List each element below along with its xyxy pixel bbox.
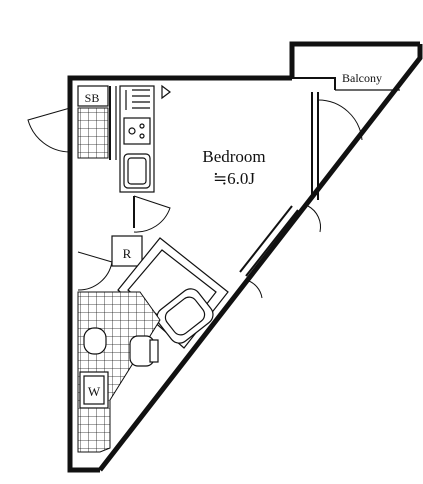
balcony-label: Balcony — [342, 71, 382, 85]
kitchen — [119, 84, 171, 193]
outer-walls — [67, 41, 423, 473]
bedroom-label: Bedroom — [202, 147, 265, 166]
bathtub-unit — [117, 237, 229, 349]
balcony-area — [292, 77, 400, 200]
washroom — [77, 291, 161, 453]
entrance-area — [77, 85, 117, 160]
entrance-door — [27, 107, 71, 153]
kitchen-door — [133, 195, 171, 233]
washroom-door — [77, 251, 113, 291]
washer-label: W — [88, 384, 101, 399]
refrigerator — [111, 235, 143, 267]
window-sliding — [239, 205, 321, 299]
balcony-door — [317, 99, 363, 141]
shoe-box-label: SB — [85, 91, 100, 105]
refrigerator-label: R — [123, 246, 132, 261]
bedroom-size-label: ≒6.0J — [213, 169, 255, 188]
